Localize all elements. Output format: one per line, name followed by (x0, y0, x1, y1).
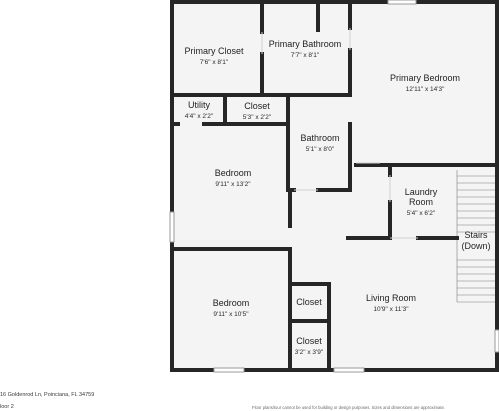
label-laundry-line1: Laundry (405, 187, 438, 197)
label-bedroom-upper: Bedroom (215, 168, 252, 178)
dims-bedroom-upper: 9'11" x 13'2" (215, 181, 251, 188)
label-closet-lower: Closet (296, 336, 322, 346)
dims-bedroom-lower: 9'11" x 10'5" (213, 311, 249, 318)
label-stairs-line2: (Down) (461, 241, 490, 251)
window-living-room (333, 367, 365, 373)
label-primary-bathroom: Primary Bathroom (269, 39, 342, 49)
windows (169, 0, 499, 373)
room-labels: Primary Closet 7'6" x 8'1" Primary Bathr… (184, 39, 490, 356)
label-closet-upper: Closet (244, 101, 270, 111)
dims-closet-lower: 3'2" x 3'9" (295, 349, 324, 356)
window-bedroom-lower (213, 367, 245, 373)
label-bathroom: Bathroom (300, 133, 339, 143)
label-bedroom-lower: Bedroom (213, 298, 250, 308)
dims-closet-upper: 5'3" x 2'2" (243, 114, 272, 121)
label-closet-mid: Closet (296, 297, 322, 307)
label-stairs-line1: Stairs (464, 230, 488, 240)
window-bedroom-upper (169, 211, 175, 243)
dims-primary-bedroom: 12'11" x 14'3" (406, 86, 445, 93)
dims-bathroom: 5'1" x 8'0" (306, 146, 335, 153)
footer-floor: loor 2 (0, 404, 14, 410)
door-openings (261, 28, 418, 239)
footer: 16 Goldenrod Ln, Poinciana, FL 34759 loo… (0, 392, 445, 410)
footer-address: 16 Goldenrod Ln, Poinciana, FL 34759 (0, 392, 94, 398)
window-living-right (494, 329, 499, 353)
footer-disclaimer: Floor plans/tour cannot be used for buil… (252, 405, 445, 410)
label-utility: Utility (188, 100, 210, 110)
label-living-room: Living Room (366, 293, 416, 303)
dims-laundry: 5'4" x 6'2" (407, 210, 436, 217)
label-primary-closet: Primary Closet (184, 46, 244, 56)
dims-living-room: 10'9" x 11'3" (373, 306, 409, 313)
dims-primary-closet: 7'6" x 8'1" (200, 59, 229, 66)
dims-primary-bathroom: 7'7" x 8'1" (291, 52, 320, 59)
window-primary-bedroom (387, 0, 417, 5)
label-laundry-line2: Room (409, 197, 433, 207)
label-primary-bedroom: Primary Bedroom (390, 73, 460, 83)
dims-utility: 4'4" x 2'2" (185, 113, 214, 120)
walls (170, 0, 499, 372)
